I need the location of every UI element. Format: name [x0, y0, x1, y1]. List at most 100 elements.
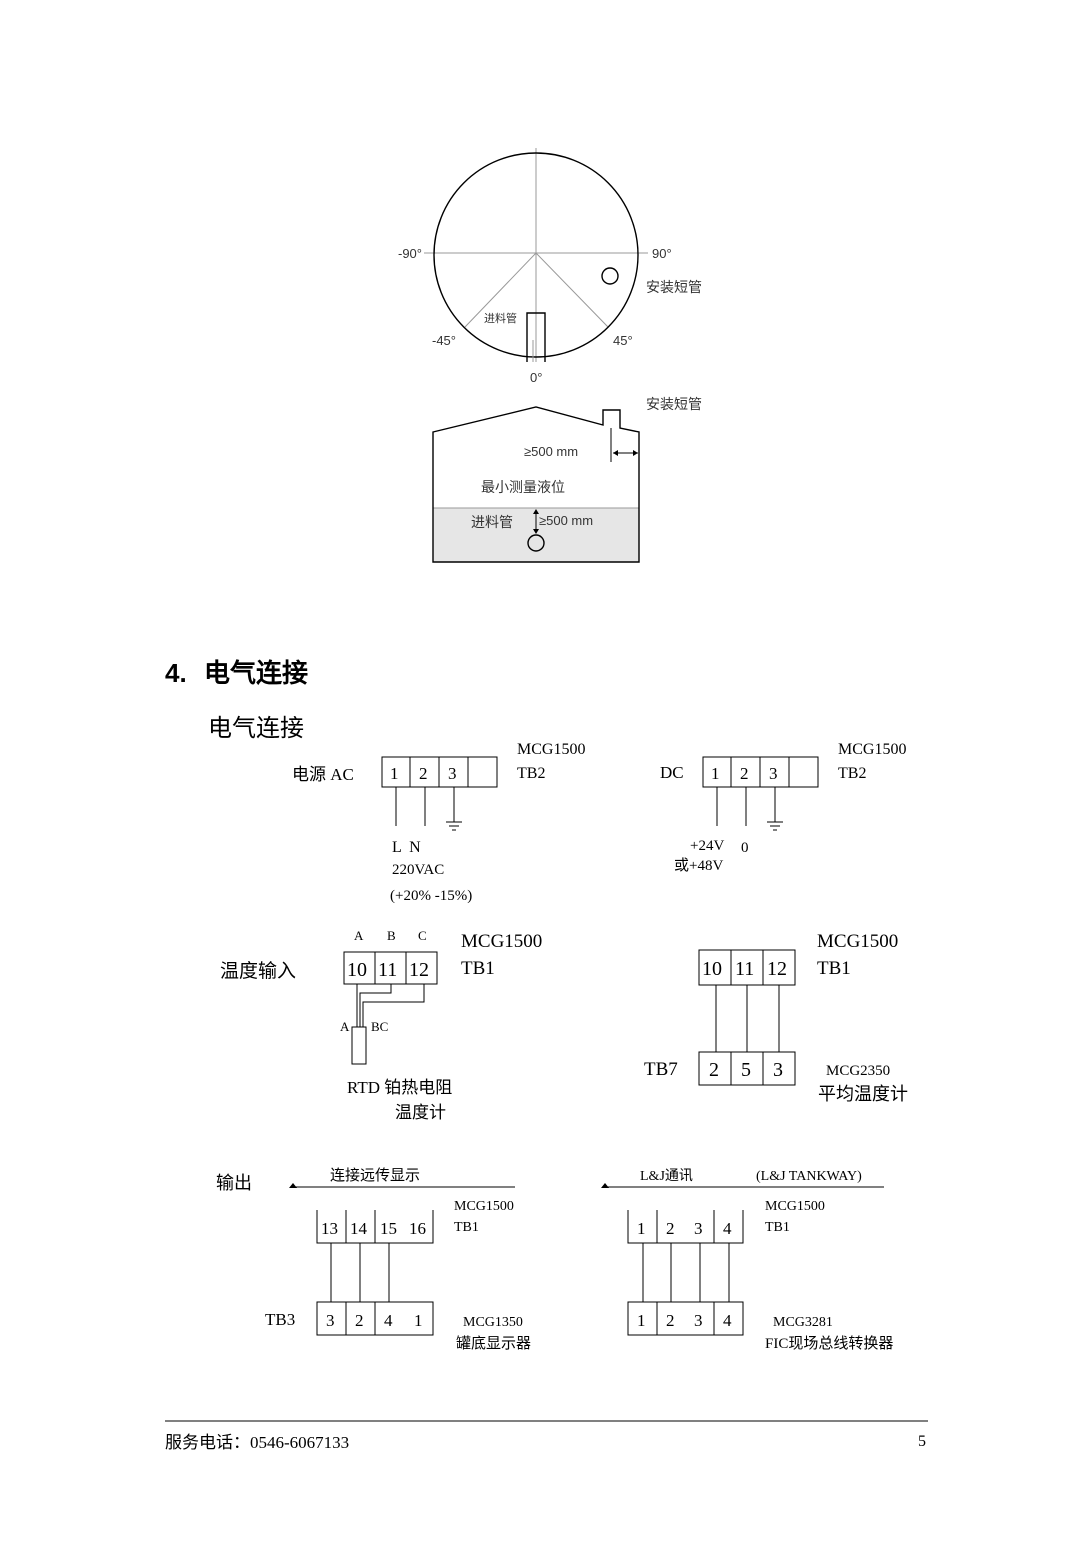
terminal: 14: [350, 1219, 368, 1238]
device-name: 平均温度计: [818, 1084, 908, 1104]
title: 连接远传显示: [330, 1167, 420, 1184]
letter: BC: [371, 1019, 388, 1034]
angle-label: -90°: [398, 246, 422, 261]
model: MCG1500: [454, 1199, 514, 1214]
title: (L&J TANKWAY): [756, 1169, 862, 1184]
nozzle-circle: [601, 267, 619, 285]
model: MCG1500: [765, 1199, 825, 1214]
sensor-name: 温度计: [395, 1103, 446, 1122]
angle-label: -45°: [432, 333, 456, 348]
temp-rtd-diagram: 温度输入 A B C 10 11 12 A BC RTD 铂热电阻 温度计 MC…: [220, 928, 542, 1122]
label: DC: [660, 763, 684, 782]
power-ac-diagram: 电源 AC 1 2 3 MCG1500 TB2 L N 220VAC (+20%…: [292, 741, 585, 904]
terminal: 3: [326, 1311, 335, 1330]
terminal: 12: [767, 958, 787, 980]
terminal: 4: [723, 1311, 732, 1330]
tank-top-view: -90° 90° -45° 45° 0° 安装短管 进料管: [398, 148, 702, 385]
distance-label: ≥500 mm: [539, 513, 593, 528]
terminal: 1: [390, 764, 399, 783]
terminal: 10: [347, 959, 367, 981]
model: MCG1500: [517, 741, 585, 758]
footer-phone: 服务电话：0546-6067133: [165, 1433, 349, 1452]
terminal: 1: [637, 1311, 646, 1330]
terminal: 2: [666, 1311, 675, 1330]
page-number: 5: [918, 1433, 926, 1450]
block: TB1: [765, 1220, 790, 1235]
block: TB2: [517, 765, 545, 782]
terminal: 13: [321, 1219, 338, 1238]
terminal: 4: [723, 1219, 732, 1238]
terminal: 11: [378, 959, 397, 981]
terminal: 2: [709, 1059, 719, 1081]
device-model: MCG3281: [773, 1315, 833, 1330]
letter: A: [354, 928, 364, 943]
terminal: 11: [735, 958, 754, 980]
tolerance: (+20% -15%): [390, 888, 472, 904]
output-remote-diagram: 输出 连接远传显示 13 14 15 16 3 2 4 1 TB3 MCG150…: [216, 1167, 531, 1352]
device-name: FIC现场总线转换器: [765, 1335, 893, 1352]
voltage: 220VAC: [392, 862, 444, 878]
terminal: 2: [419, 764, 428, 783]
block: TB7: [644, 1059, 678, 1080]
min-level-label: 最小测量液位: [481, 480, 565, 496]
voltage: 0: [741, 840, 749, 856]
terminal: 2: [666, 1219, 675, 1238]
terminal: 1: [711, 764, 720, 783]
wires: L N: [392, 839, 421, 856]
block: TB1: [461, 958, 495, 979]
feed-pipe-label: 进料管: [484, 311, 517, 325]
block: TB3: [265, 1310, 295, 1329]
terminal: 15: [380, 1219, 397, 1238]
device-model: MCG2350: [826, 1063, 890, 1079]
terminal: 12: [409, 959, 429, 981]
nozzle-label: 安装短管: [646, 280, 702, 296]
terminal: 1: [637, 1219, 646, 1238]
block: TB1: [454, 1220, 479, 1235]
letter: B: [387, 928, 396, 943]
model: MCG1500: [817, 931, 898, 952]
letter: C: [418, 928, 427, 943]
terminal: 16: [409, 1219, 426, 1238]
block: TB2: [838, 765, 866, 782]
section-number: 4.: [165, 658, 187, 688]
device-model: MCG1350: [463, 1315, 523, 1330]
model: MCG1500: [461, 931, 542, 952]
terminal: 2: [355, 1311, 364, 1330]
terminal: 3: [694, 1219, 703, 1238]
terminal: 3: [773, 1059, 783, 1081]
section-subtitle: 电气连接: [208, 715, 304, 742]
terminal: 5: [741, 1059, 751, 1081]
model: MCG1500: [838, 741, 906, 758]
label: 输出: [216, 1173, 252, 1193]
angle-label: 90°: [652, 246, 672, 261]
label: 电源 AC: [292, 765, 354, 784]
terminal: 3: [694, 1311, 703, 1330]
power-dc-diagram: DC 1 2 3 MCG1500 TB2 +24V 0 或+48V: [660, 741, 906, 874]
distance-label: ≥500 mm: [524, 444, 578, 459]
label: 温度输入: [220, 960, 296, 982]
title: L&J通讯: [640, 1168, 693, 1184]
output-lj-diagram: L&J通讯 (L&J TANKWAY) 1 2 3 4 1 2 3 4 MCG1…: [601, 1168, 893, 1352]
angle-label: 0°: [530, 370, 542, 385]
terminal: 10: [702, 958, 722, 980]
temp-avg-diagram: 10 11 12 2 5 3 TB7 MCG1500 TB1 MCG2350 平…: [644, 931, 908, 1104]
terminal: 3: [448, 764, 457, 783]
ground-icon: [446, 821, 462, 831]
tank-side-view: 安装短管 ≥500 mm 最小测量液位 进料管 ≥500 mm: [432, 397, 702, 563]
device-name: 罐底显示器: [456, 1335, 531, 1352]
terminal: 4: [384, 1311, 393, 1330]
letter: A: [340, 1019, 350, 1034]
terminal: 1: [414, 1311, 423, 1330]
block: TB1: [817, 958, 851, 979]
voltage: +24V: [690, 838, 724, 854]
angle-label: 45°: [613, 333, 633, 348]
ground-icon: [767, 821, 783, 831]
rtd-sensor: [351, 1026, 367, 1065]
section-title: 电气连接: [204, 658, 308, 688]
feed-pipe-label: 进料管: [471, 515, 513, 531]
feed-pipe-shape: [526, 312, 546, 362]
terminal: 2: [740, 764, 749, 783]
voltage-alt: 或+48V: [674, 857, 723, 874]
terminal: 3: [769, 764, 778, 783]
